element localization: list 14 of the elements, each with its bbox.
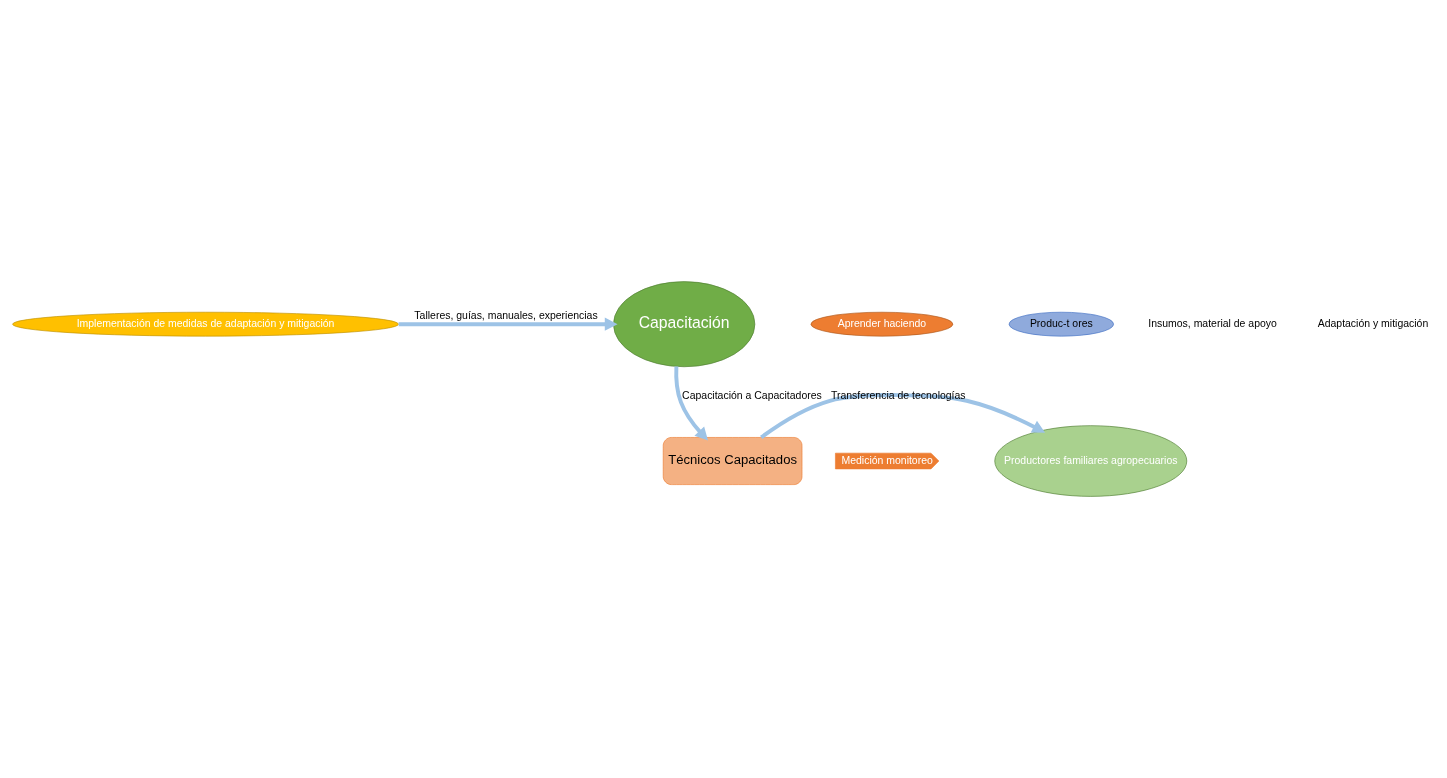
edge-label: Capacitación a Capacitadores (682, 389, 822, 401)
node-box: Técnicos Capacitados (662, 437, 803, 485)
arrow (674, 366, 709, 441)
node-ellipse: Implementación de medidas de adaptación y mitigación (12, 311, 399, 337)
node-ellipse: Aprender haciendo (810, 311, 954, 337)
arrow (760, 393, 1046, 439)
node-ellipse: Produc-t ores (1008, 311, 1114, 337)
arrow (398, 317, 618, 331)
edge-label: Talleres, guías, manuales, experiencias (414, 309, 598, 321)
label: Adaptación y mitigación (1317, 317, 1429, 329)
node-ellipse: Capacitación (613, 281, 756, 368)
node-ellipse: Productores familiares agropecuarios (994, 425, 1188, 497)
label: Insumos, material de apoyo (1148, 317, 1277, 329)
edge-label: Transferencia de tecnologías (830, 389, 966, 401)
